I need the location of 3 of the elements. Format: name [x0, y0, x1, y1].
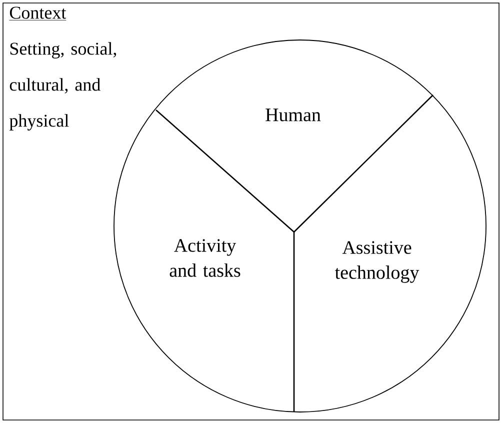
sector-label: Activity and tasks	[170, 239, 240, 277]
sector-label: Human	[266, 108, 321, 122]
sector-label: Assistive technology	[334, 241, 420, 283]
